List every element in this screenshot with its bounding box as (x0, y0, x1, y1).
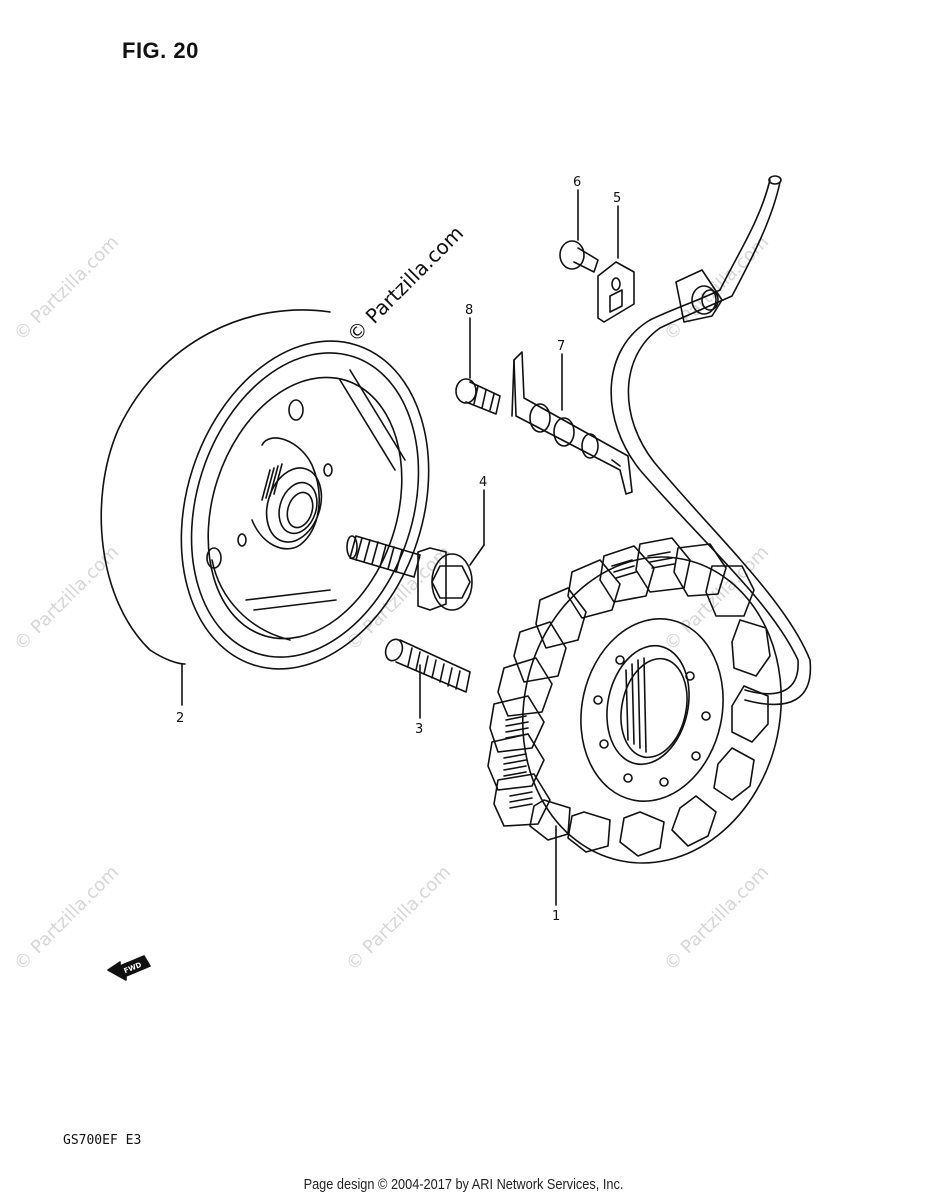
lead-wire (610, 175, 812, 706)
figure-title: FIG. 20 (122, 38, 199, 63)
callout-5: 5 (613, 191, 621, 206)
callout-6: 6 (573, 175, 581, 190)
lead-wire-guide-plate (511, 351, 633, 495)
screw (384, 638, 471, 719)
callout-2: 2 (176, 711, 184, 726)
callout-4: 4 (479, 475, 487, 490)
clamp-screw (559, 189, 599, 273)
callout-3: 3 (415, 722, 423, 737)
callout-8: 8 (465, 303, 473, 318)
model-code: GS700EF E3 (63, 1133, 142, 1148)
footer-copyright: Page design © 2004-2017 by ARI Network S… (303, 1176, 624, 1193)
wire-clamp (597, 205, 635, 323)
fwd-arrow-icon (107, 955, 151, 981)
rotor-flywheel (100, 309, 430, 706)
callout-1: 1 (552, 909, 560, 924)
rotor-bolt (346, 489, 485, 611)
callout-7: 7 (557, 339, 565, 354)
stator-coil (487, 537, 783, 906)
guide-screw (455, 317, 501, 415)
